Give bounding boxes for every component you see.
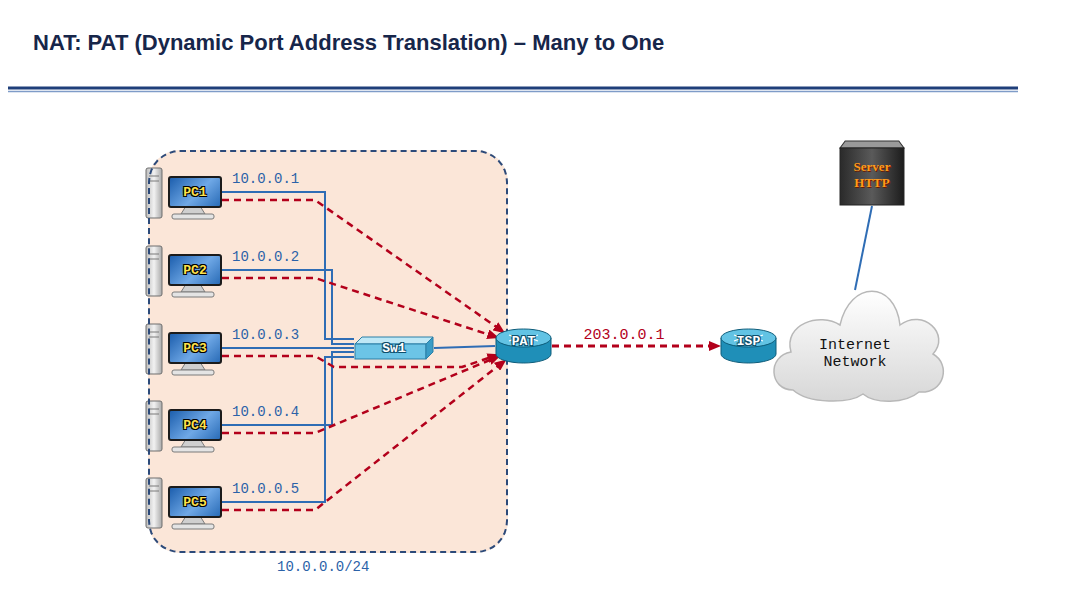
pc-monitor: PC3 — [168, 332, 222, 364]
title-rule — [8, 87, 1018, 90]
node-label: PC3 — [183, 341, 206, 356]
node-label: Sw1 — [382, 341, 405, 356]
node-label: PC4 — [183, 418, 206, 433]
pc-monitor: PC1 — [168, 176, 222, 208]
node-label: ISP — [737, 334, 760, 349]
network-link — [855, 206, 872, 290]
ip-address-label: 10.0.0.2 — [232, 249, 299, 265]
switch-icon: Sw1 — [354, 336, 434, 360]
pc-monitor: PC5 — [168, 486, 222, 518]
node-label: PC2 — [183, 263, 206, 278]
ip-address-label: 10.0.0.5 — [232, 481, 299, 497]
network-link — [222, 347, 354, 349]
title-rule-shade — [8, 91, 1018, 93]
edge-label: 203.0.0.1 — [580, 327, 667, 344]
region-label: 10.0.0.0/24 — [277, 559, 369, 575]
network-link — [222, 352, 354, 425]
ip-address-label: 10.0.0.3 — [232, 327, 299, 343]
translation-flow-arrow — [222, 360, 506, 510]
router-icon: PAT — [495, 328, 552, 364]
node-label: PC5 — [183, 495, 206, 510]
ip-address-label: 10.0.0.4 — [232, 404, 299, 420]
pc-monitor: PC4 — [168, 409, 222, 441]
translation-flow-arrow — [222, 200, 504, 333]
pc-monitor: PC2 — [168, 254, 222, 286]
network-link — [222, 192, 354, 339]
node-label: PC1 — [183, 185, 206, 200]
translation-flow-arrow — [552, 345, 720, 348]
diagram-title: NAT: PAT (Dynamic Port Address Translati… — [33, 30, 664, 56]
network-link — [434, 346, 495, 348]
ip-address-label: 10.0.0.1 — [232, 171, 299, 187]
node-label: PAT — [512, 334, 535, 349]
network-link — [222, 270, 354, 344]
server-icon: Server HTTP — [839, 140, 905, 206]
node-label: Server HTTP — [843, 159, 901, 192]
translation-flow-arrow — [222, 356, 500, 433]
network-link — [222, 357, 354, 502]
router-icon: ISP — [720, 328, 777, 364]
node-label: Internet Network — [807, 337, 903, 371]
internet-cloud: Internet Network — [765, 290, 945, 405]
lan-region: 10.0.0.0/24PC1PC2PC3PC4PC5Sw1 — [148, 150, 508, 553]
